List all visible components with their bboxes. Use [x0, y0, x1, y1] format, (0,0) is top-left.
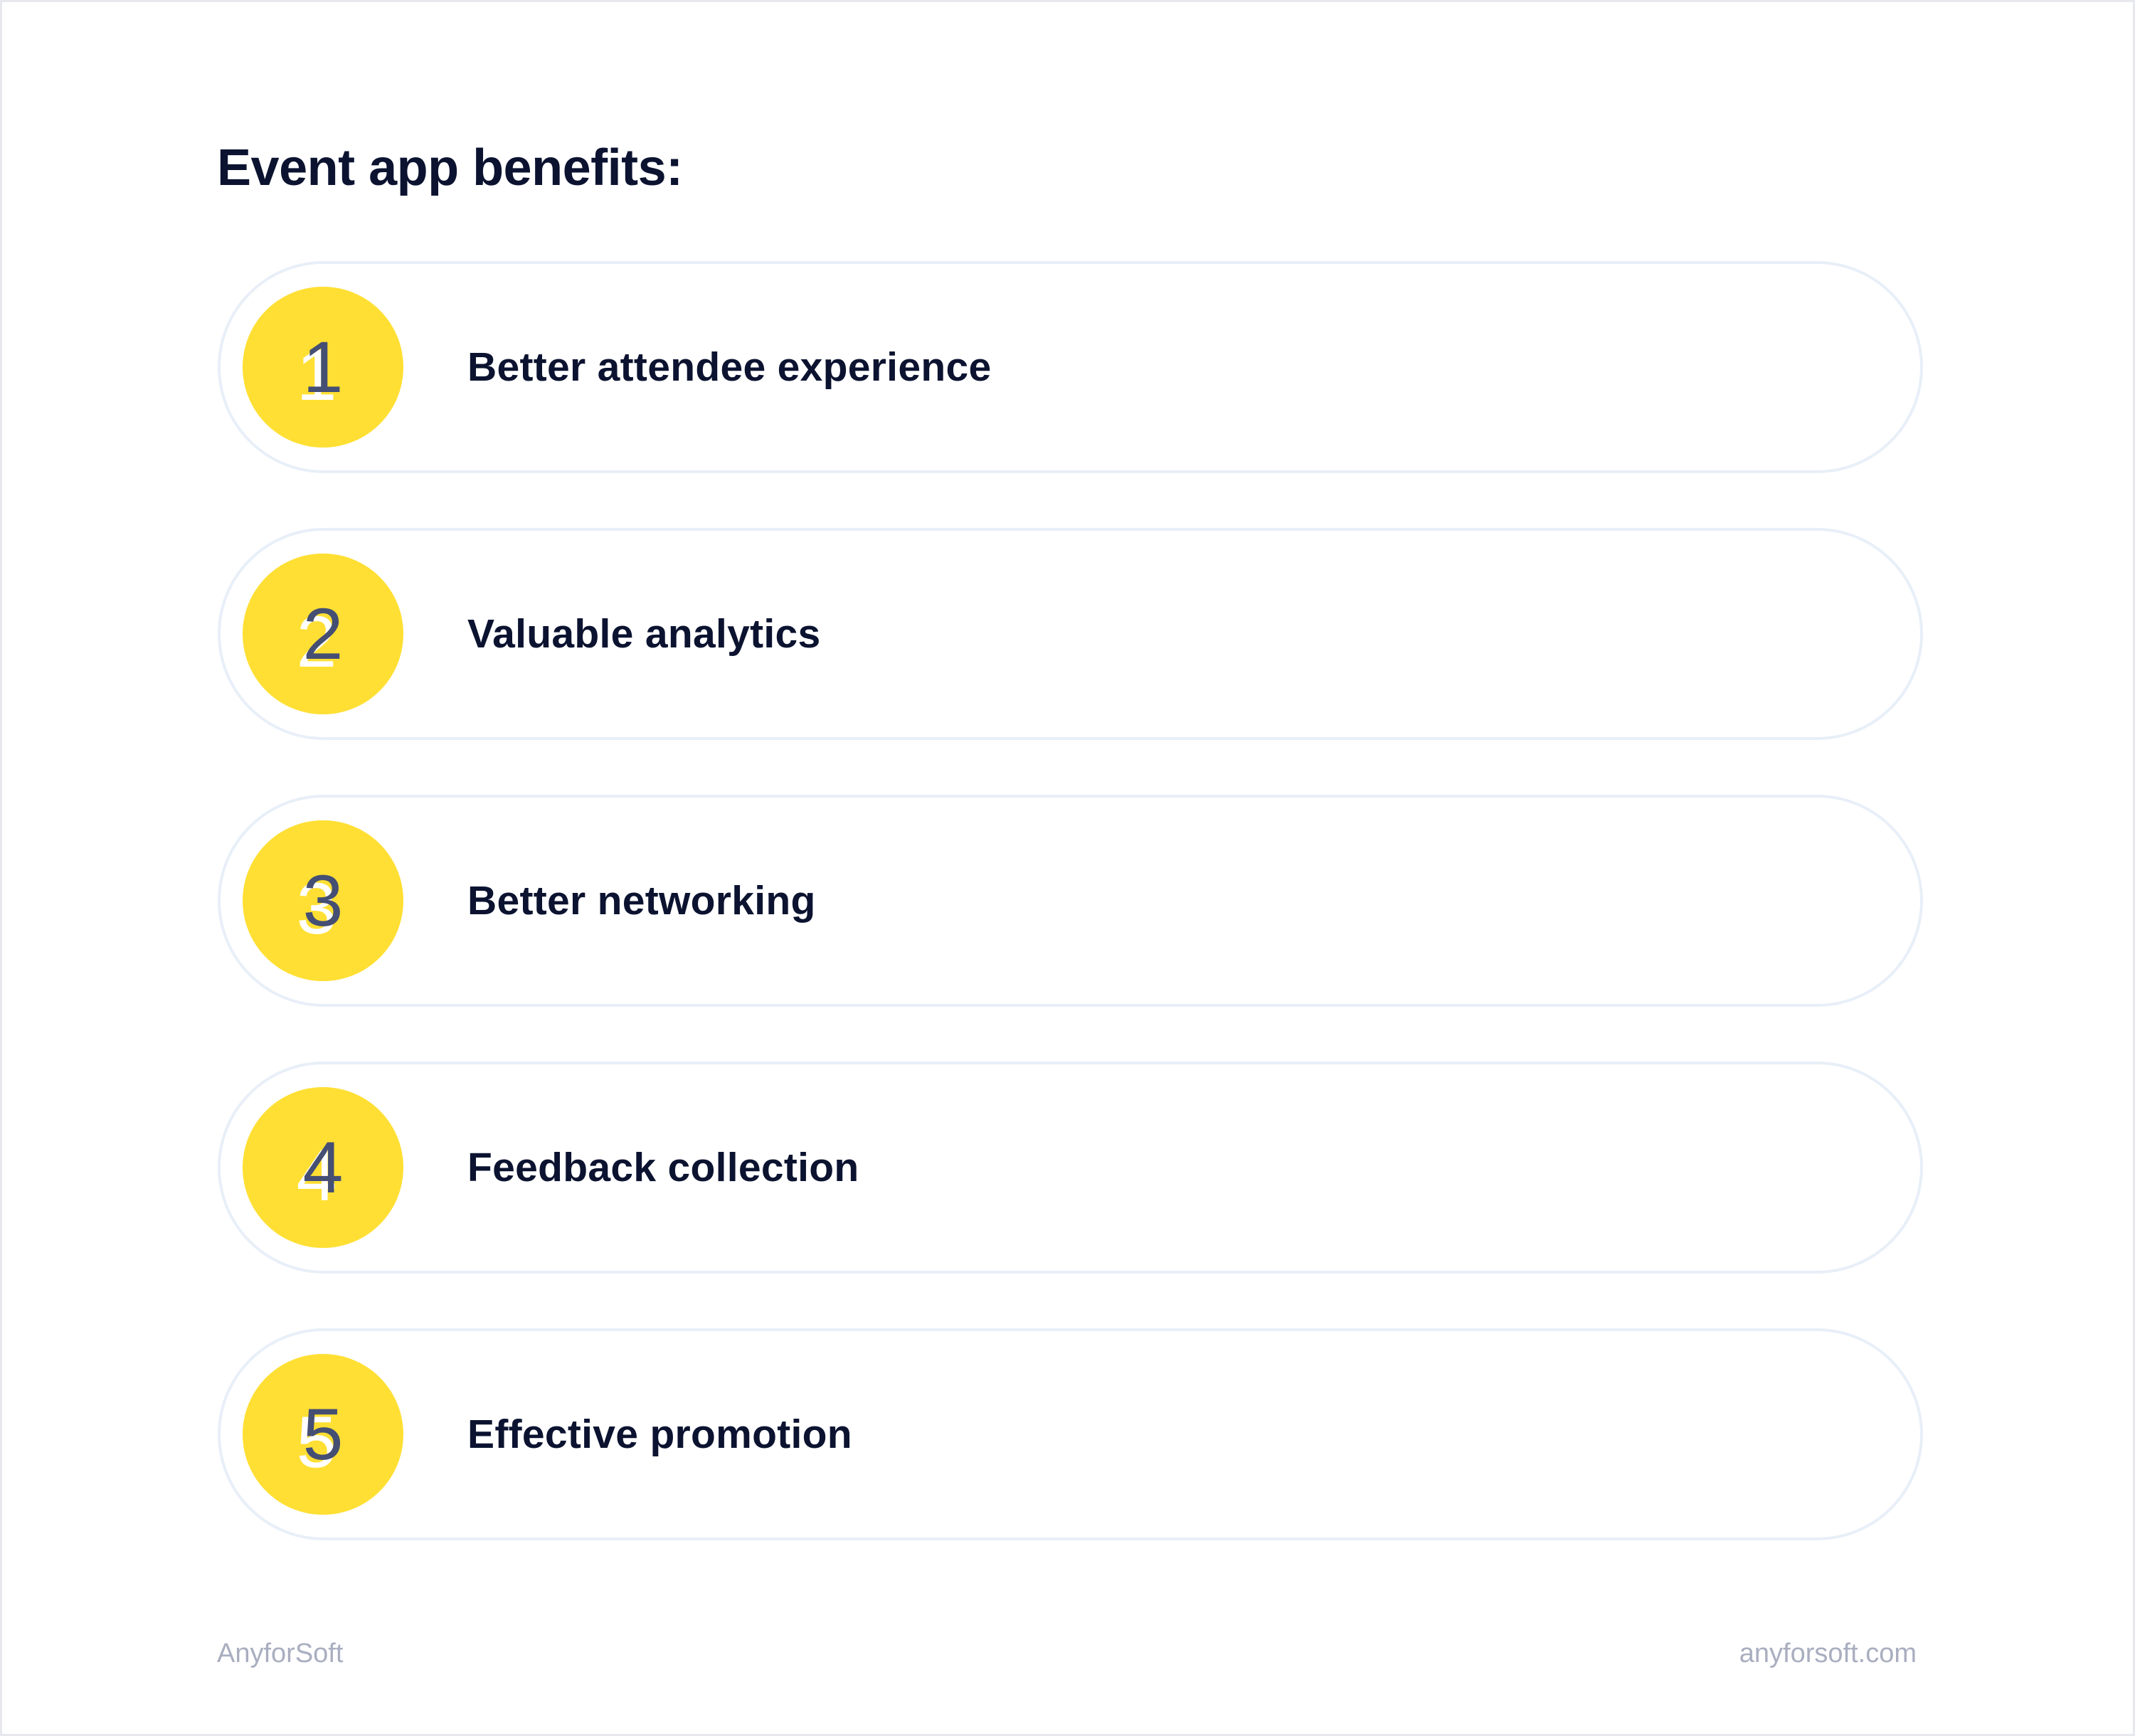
benefit-label: Valuable analytics: [467, 611, 821, 657]
number-badge: 3 3: [243, 820, 403, 981]
benefit-card-2: 2 2 Valuable analytics: [218, 528, 1923, 740]
number-value: 1: [302, 327, 344, 408]
benefit-label: Feedback collection: [467, 1145, 859, 1190]
number-shadow: 5: [296, 1402, 337, 1483]
number-badge: 5 5: [243, 1354, 403, 1515]
number-badge: 2 2: [243, 554, 403, 714]
number-value: 3: [302, 860, 344, 941]
number-value: 5: [302, 1394, 344, 1475]
number-value: 2: [302, 593, 344, 674]
number-badge: 4 4: [243, 1087, 403, 1248]
benefit-label: Better attendee experience: [467, 344, 992, 390]
benefit-card-4: 4 4 Feedback collection: [218, 1062, 1923, 1274]
page-title: Event app benefits:: [217, 139, 683, 196]
number-shadow: 4: [296, 1135, 337, 1216]
footer-brand: AnyforSoft: [217, 1639, 344, 1668]
benefit-card-3: 3 3 Better networking: [218, 795, 1923, 1007]
benefits-list: 1 1 Better attendee experience 2 2 Valua…: [218, 261, 1923, 1595]
footer-website: anyforsoft.com: [1739, 1639, 1917, 1668]
number-badge: 1 1: [243, 287, 403, 448]
benefit-label: Better networking: [467, 878, 816, 923]
benefit-card-1: 1 1 Better attendee experience: [218, 261, 1923, 473]
benefit-label: Effective promotion: [467, 1412, 852, 1457]
number-shadow: 2: [296, 601, 337, 682]
number-value: 4: [302, 1127, 344, 1208]
benefit-card-5: 5 5 Effective promotion: [218, 1328, 1923, 1540]
number-shadow: 3: [296, 868, 337, 949]
number-shadow: 1: [296, 334, 337, 416]
